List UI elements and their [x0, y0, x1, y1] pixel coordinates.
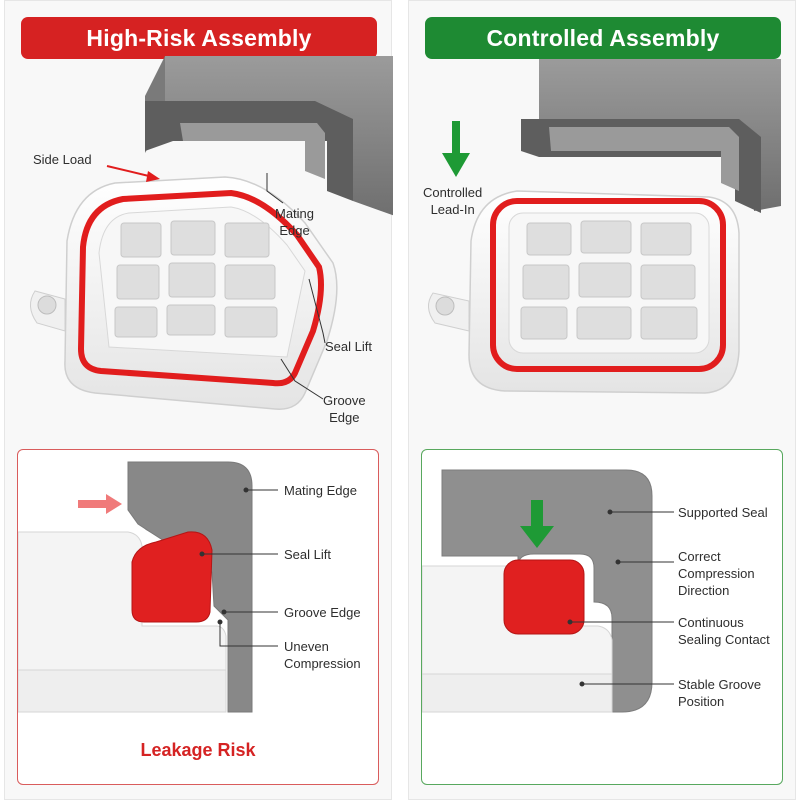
connector-body-right [428, 190, 740, 394]
lead-in-arrow-head [442, 153, 470, 177]
side-load-arrow [106, 165, 154, 178]
side-arrow-head [106, 494, 122, 514]
connector-body [30, 176, 338, 410]
lead-in-arrow-shaft [452, 121, 460, 159]
mating-part [145, 56, 393, 216]
seal-lift-label: Seal Lift [325, 339, 372, 354]
detail-uneven-compression-label: Uneven Compression [284, 639, 361, 671]
detail-seal-lift-label: Seal Lift [284, 547, 331, 562]
controlled-cross-section: Supported Seal Correct Compression Direc… [421, 449, 783, 785]
seal-seated [503, 559, 585, 635]
supported-seal-label: Supported Seal [678, 505, 768, 520]
controlled-panel: Controlled Assembly [408, 0, 796, 800]
mating-edge-label: Mating Edge [275, 206, 315, 238]
down-arrow-shaft [531, 500, 543, 530]
high-risk-panel: High-Risk Assembly [4, 0, 393, 800]
mating-part-right [521, 59, 781, 213]
leakage-risk-text: Leakage Risk [140, 740, 256, 760]
stable-groove-position-label: Stable Groove Position [678, 677, 762, 709]
groove-edge-label: Groove Edge [323, 393, 366, 425]
base-section [18, 531, 227, 713]
continuous-sealing-contact-label: Continuous Sealing Contact [678, 615, 770, 647]
side-load-arrowhead [146, 171, 160, 182]
seal-lifted [131, 531, 213, 623]
side-arrow-shaft [78, 500, 108, 508]
controlled-section-diagram [422, 469, 674, 713]
controlled-lead-in-label: Controlled Lead-In [423, 185, 483, 217]
controlled-assembly-illustration [428, 59, 781, 394]
side-load-label: Side Load [33, 152, 92, 167]
high-risk-section-diagram [18, 461, 278, 713]
high-risk-banner: High-Risk Assembly [21, 17, 377, 59]
housing-section-right [441, 469, 653, 713]
detail-groove-edge-label: Groove Edge [284, 605, 361, 620]
down-arrow-head [520, 526, 554, 548]
detail-mating-edge-label: Mating Edge [284, 483, 357, 498]
correct-compression-direction-label: Correct Compression Direction [678, 549, 755, 598]
controlled-banner: Controlled Assembly [425, 17, 781, 59]
high-risk-cross-section: Mating Edge Seal Lift Groove Edge Uneven… [17, 449, 379, 785]
high-risk-assembly-illustration [30, 56, 393, 410]
